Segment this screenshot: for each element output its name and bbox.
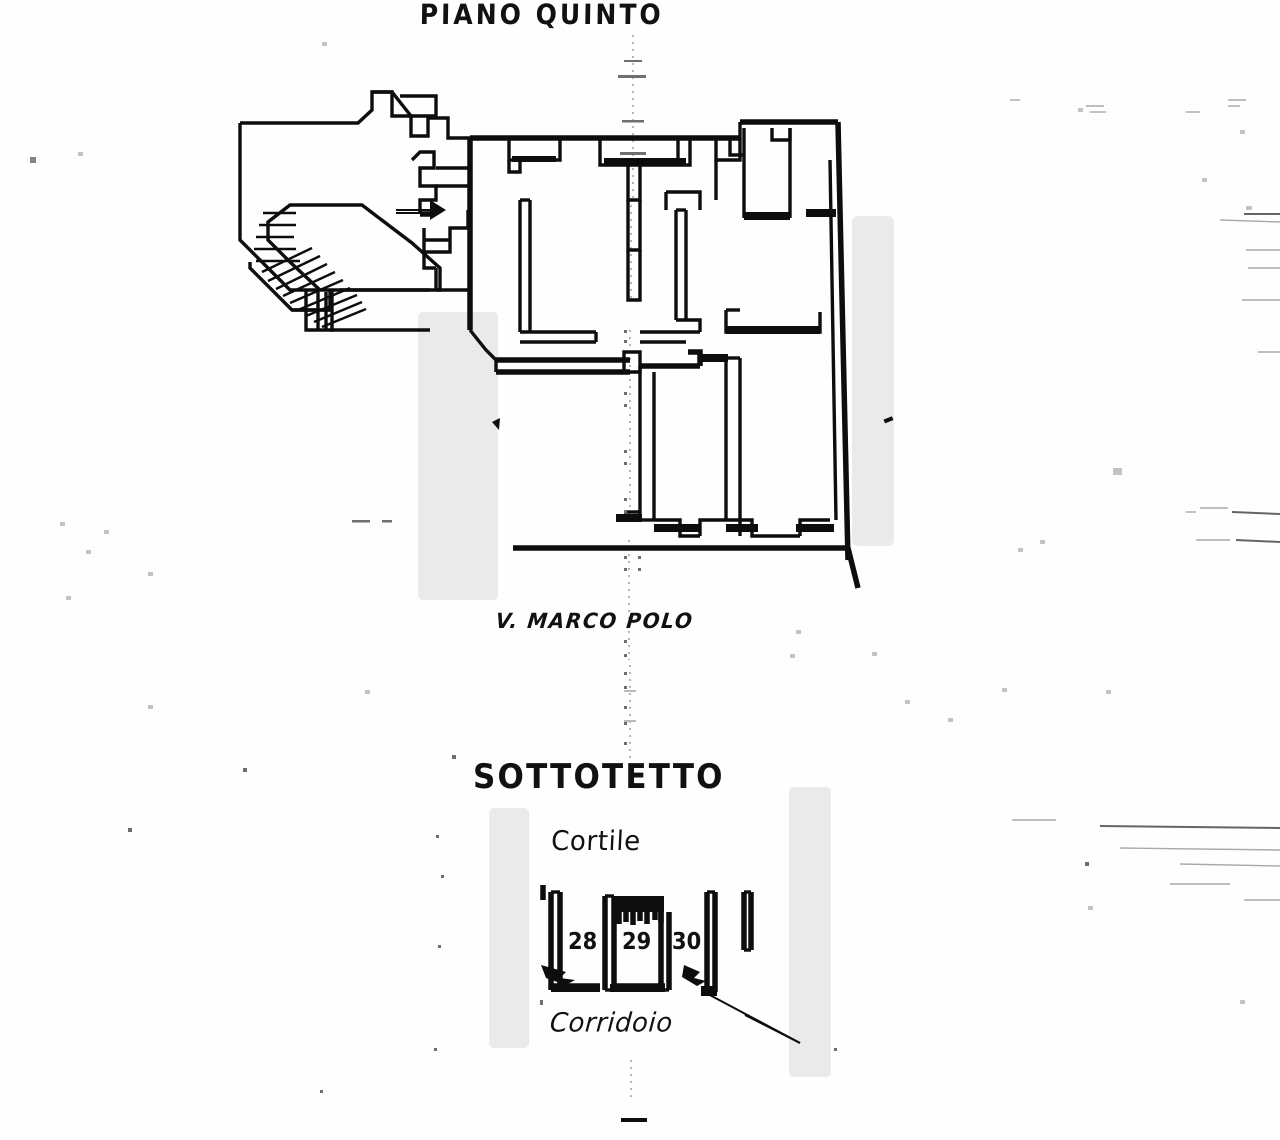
highlight-band-right bbox=[852, 216, 894, 546]
page-fold-crease bbox=[618, 35, 647, 1122]
stair-treads-winder bbox=[261, 246, 367, 329]
corridor-label-corridoio: Corridoio bbox=[548, 1008, 674, 1039]
door-swing-arrows bbox=[541, 965, 706, 986]
street-label-via-marco-polo: V. MARCO POLO bbox=[494, 608, 695, 634]
attic-room-number-28: 28 bbox=[568, 928, 598, 955]
section-title-sottotetto: SOTTOTETTO bbox=[473, 757, 725, 797]
attic-hatched-block bbox=[616, 896, 664, 925]
dimension-dots bbox=[624, 330, 641, 745]
attic-room-number-30: 30 bbox=[672, 928, 702, 955]
highlight-band-attic-left bbox=[489, 808, 529, 1048]
upper-floor-plan-geometry bbox=[238, 90, 894, 745]
page-title-piano-quinto: PIANO QUINTO bbox=[419, 0, 664, 31]
courtyard-label-cortile: Cortile bbox=[550, 826, 642, 858]
attic-plan-geometry bbox=[128, 755, 1089, 1093]
attic-room-number-29: 29 bbox=[622, 928, 652, 955]
highlight-band-attic-right bbox=[789, 787, 831, 1077]
scan-artifacts-right bbox=[30, 42, 1280, 1004]
highlight-band-left bbox=[418, 312, 498, 600]
stair-treads-straight bbox=[254, 211, 300, 263]
